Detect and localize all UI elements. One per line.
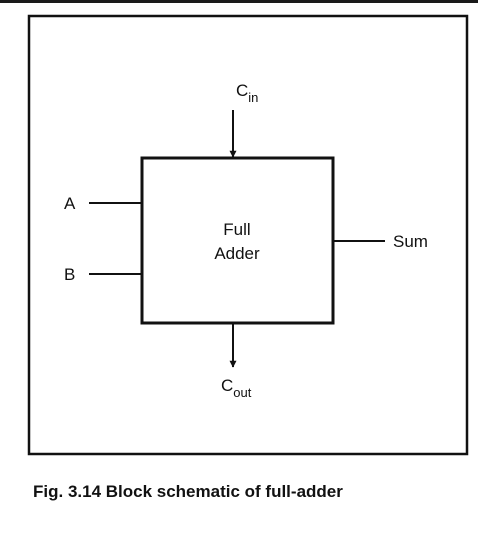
carry-out-subscript: out	[233, 385, 251, 400]
top-rule	[0, 0, 478, 3]
carry-out-base: C	[221, 376, 233, 395]
block-label-full: Full	[223, 220, 250, 239]
figure-frame	[27, 14, 469, 456]
carry-in-subscript: in	[248, 90, 258, 105]
full-adder-block	[140, 156, 335, 325]
carry-out-label: Cout	[221, 376, 252, 400]
carry-in-label: Cin	[236, 81, 258, 105]
sum-output-label: Sum	[393, 232, 428, 251]
carry-in-base: C	[236, 81, 248, 100]
block-label-adder: Adder	[214, 244, 260, 263]
figure-caption: Fig. 3.14 Block schematic of full-adder	[33, 482, 343, 501]
input-a-label: A	[64, 194, 76, 213]
input-b-label: B	[64, 265, 75, 284]
